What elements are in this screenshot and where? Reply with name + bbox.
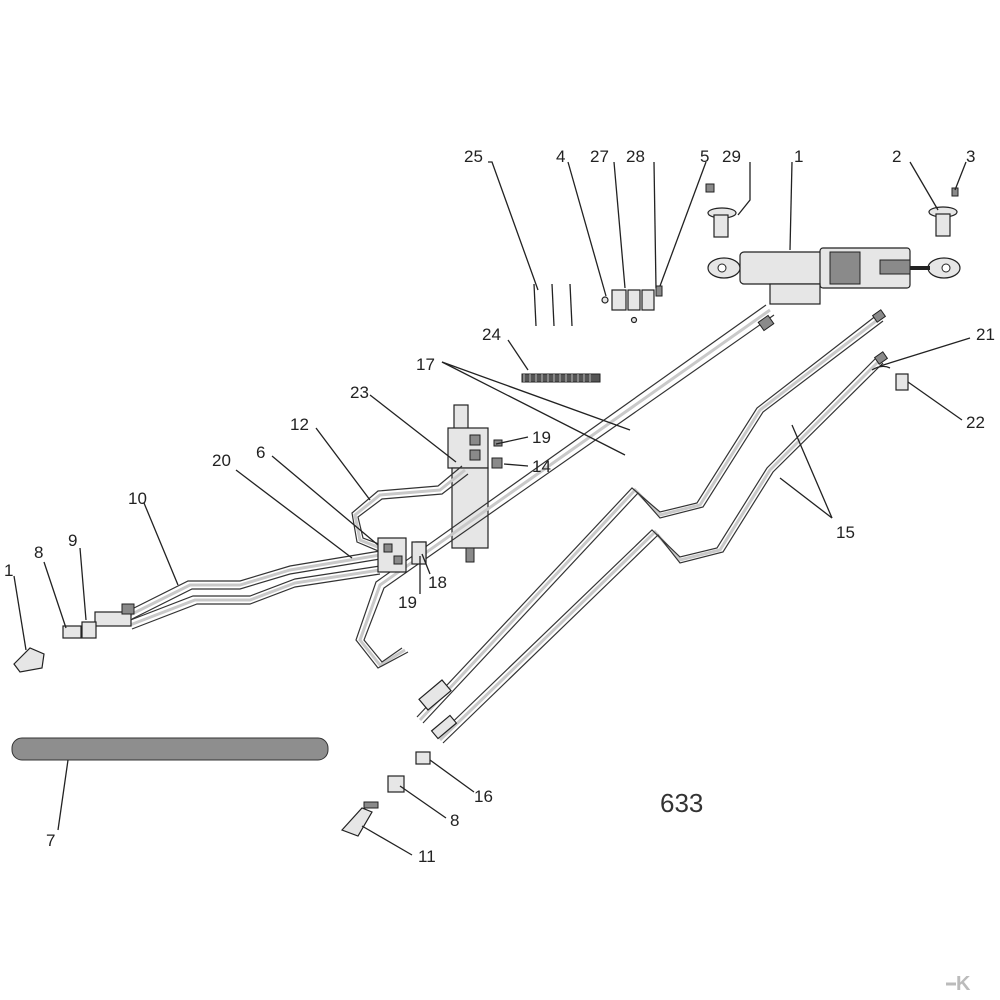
diagram-number: 633 bbox=[660, 788, 703, 818]
valve-block bbox=[377, 537, 427, 573]
leader-lines bbox=[13, 161, 971, 856]
callout-label: 14 bbox=[532, 457, 551, 476]
pin-right bbox=[928, 187, 959, 237]
quick-couplers bbox=[13, 621, 97, 673]
hose-fittings bbox=[94, 309, 889, 740]
callout-label: 19 bbox=[532, 428, 551, 447]
callout-label: 15 bbox=[836, 523, 855, 542]
callout-label: 10 bbox=[128, 489, 147, 508]
callout-label: 5 bbox=[700, 147, 709, 166]
hydraulic-cylinder bbox=[707, 247, 961, 305]
callout-label: 6 bbox=[256, 443, 265, 462]
callout-label: 7 bbox=[46, 831, 55, 850]
callout-label: 1 bbox=[4, 561, 13, 580]
callout-label: 4 bbox=[556, 147, 565, 166]
hose-lines bbox=[127, 304, 884, 744]
callout-label: 27 bbox=[590, 147, 609, 166]
small-parts-right bbox=[871, 365, 909, 391]
callout-label: 23 bbox=[350, 383, 369, 402]
callout-labels: 25 4 27 28 5 29 1 2 3 24 17 23 19 14 21 … bbox=[4, 147, 995, 866]
spring bbox=[521, 373, 601, 383]
callout-label: 9 bbox=[68, 531, 77, 550]
callout-label: 29 bbox=[722, 147, 741, 166]
callout-label: 21 bbox=[976, 325, 995, 344]
long-tube bbox=[11, 737, 329, 761]
callout-label: 24 bbox=[482, 325, 501, 344]
cotter-pins bbox=[533, 283, 573, 327]
callout-label: 3 bbox=[966, 147, 975, 166]
callout-label: 25 bbox=[464, 147, 483, 166]
callout-label: 20 bbox=[212, 451, 231, 470]
callout-label: 12 bbox=[290, 415, 309, 434]
lower-fittings bbox=[340, 751, 431, 837]
callout-label: 1 bbox=[794, 147, 803, 166]
callout-label: 19 bbox=[398, 593, 417, 612]
small-valve bbox=[411, 541, 427, 565]
callout-label: 2 bbox=[892, 147, 901, 166]
callout-label: 11 bbox=[418, 847, 436, 866]
callout-label: 8 bbox=[34, 543, 43, 562]
brand-logo-mark: K bbox=[956, 973, 971, 995]
pin-left bbox=[705, 183, 737, 238]
callout-label: 8 bbox=[450, 811, 459, 830]
brand-logo-icon: K bbox=[946, 973, 971, 995]
callout-label: 17 bbox=[416, 355, 435, 374]
callout-label: 18 bbox=[428, 573, 447, 592]
callout-label: 28 bbox=[626, 147, 645, 166]
callout-label: 22 bbox=[966, 413, 985, 432]
callout-label: 16 bbox=[474, 787, 493, 806]
clips bbox=[601, 285, 663, 324]
